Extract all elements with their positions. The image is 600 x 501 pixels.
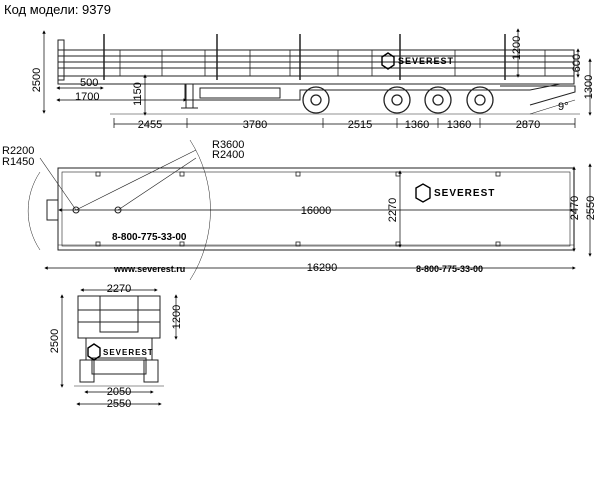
dim-front-overall-width: 2550	[107, 398, 131, 410]
front-logo-text: SEVEREST	[103, 348, 154, 357]
dim-span-1: 2455	[138, 119, 162, 131]
radius-2200: R2200	[2, 145, 34, 157]
wheels	[302, 86, 494, 114]
dim-side-board: 600	[571, 54, 583, 72]
chassis-frame	[57, 75, 575, 85]
dim-overall-length: 16290	[307, 262, 338, 274]
dim-front-500: 500	[80, 77, 98, 89]
dim-front-overall-height: 2500	[49, 329, 61, 353]
dim-fifth-wheel: 1150	[132, 82, 144, 106]
dim-overall-height: 2500	[31, 68, 43, 92]
dim-inner-width: 2270	[387, 198, 399, 222]
dim-front-top-width: 2270	[107, 283, 131, 295]
dim-outer-width-2550: 2550	[585, 196, 597, 220]
dim-outer-width-2470: 2470	[569, 196, 581, 220]
dim-span-4: 1360	[405, 119, 429, 131]
top-view-labels: R2200 R1450 R3600 R2400 16000 2270 2470 …	[2, 139, 597, 274]
dim-deck-height: 1300	[583, 75, 595, 99]
dim-front-1700: 1700	[75, 91, 99, 103]
top-logo-text: SEVEREST	[434, 188, 495, 199]
side-view	[57, 34, 580, 115]
dim-rear-angle: 9°	[558, 101, 569, 113]
radius-1450: R1450	[2, 156, 34, 168]
top-logo: SEVEREST	[415, 183, 495, 203]
landing-gear	[181, 83, 281, 109]
dim-span-5: 1360	[447, 119, 471, 131]
bottom-phone-label: 8-800-775-33-00	[416, 264, 483, 274]
dim-inner-length: 16000	[301, 205, 332, 217]
top-view-dimensions	[44, 163, 592, 270]
side-logo: SEVEREST	[381, 52, 454, 70]
front-view-dimensions	[60, 288, 178, 406]
website-label: www.severest.ru	[113, 264, 185, 274]
side-view-dimensions	[42, 28, 592, 128]
front-headboard	[57, 39, 65, 81]
front-logo: SEVEREST	[87, 343, 154, 361]
dim-span-6: 2870	[516, 119, 540, 131]
radius-2400: R2400	[212, 149, 244, 161]
front-view	[74, 295, 164, 387]
radius-3600: R3600	[212, 139, 244, 151]
stakes	[103, 34, 506, 80]
side-view-labels: 2500 500 1700 1150 1200 600 1300 9° 2455…	[31, 36, 595, 131]
front-view-labels: 2270 1200 2500 2050 2550	[49, 283, 183, 410]
dim-span-2: 3780	[243, 119, 267, 131]
dim-stake-height: 1200	[511, 36, 523, 60]
dim-front-track: 2050	[107, 386, 131, 398]
top-view	[27, 139, 575, 281]
model-code-caption: Код модели: 9379	[4, 2, 111, 17]
side-logo-text: SEVEREST	[398, 56, 454, 66]
dim-front-stake: 1200	[171, 305, 183, 329]
dim-span-3: 2515	[348, 119, 372, 131]
top-phone-label: 8-800-775-33-00	[112, 232, 187, 243]
side-board	[57, 49, 575, 77]
